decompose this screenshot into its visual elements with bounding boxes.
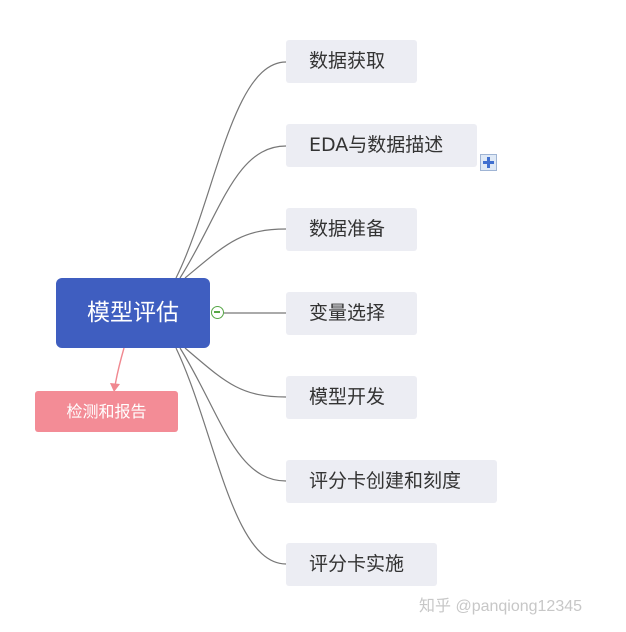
watermark: 知乎 @panqiong12345 — [419, 598, 583, 615]
side-node-monitoring-report[interactable]: 检测和报告 — [35, 391, 178, 432]
connector-scorecard-implementation — [175, 347, 287, 565]
branch-node-scorecard-implementation[interactable]: 评分卡实施 — [286, 543, 437, 586]
connector-scorecard-creation — [179, 347, 287, 482]
connector-side-node — [114, 347, 125, 387]
connector-data-acquisition — [175, 61, 287, 279]
minus-circle-icon[interactable] — [211, 306, 224, 319]
branch-node-scorecard-creation[interactable]: 评分卡创建和刻度 — [286, 460, 497, 503]
branch-node-model-development[interactable]: 模型开发 — [286, 376, 417, 419]
plus-square-icon[interactable] — [480, 154, 497, 171]
branch-node-data-acquisition[interactable]: 数据获取 — [286, 40, 417, 83]
branch-node-data-preparation[interactable]: 数据准备 — [286, 208, 417, 251]
root-node[interactable]: 模型评估 — [56, 278, 210, 348]
branch-node-variable-selection[interactable]: 变量选择 — [286, 292, 417, 335]
connector-side-arrowhead — [110, 383, 120, 392]
branch-node-eda[interactable]: EDA与数据描述 — [286, 124, 477, 167]
connector-model-development — [184, 347, 287, 398]
connector-eda — [179, 145, 287, 279]
connector-data-preparation — [184, 228, 287, 279]
